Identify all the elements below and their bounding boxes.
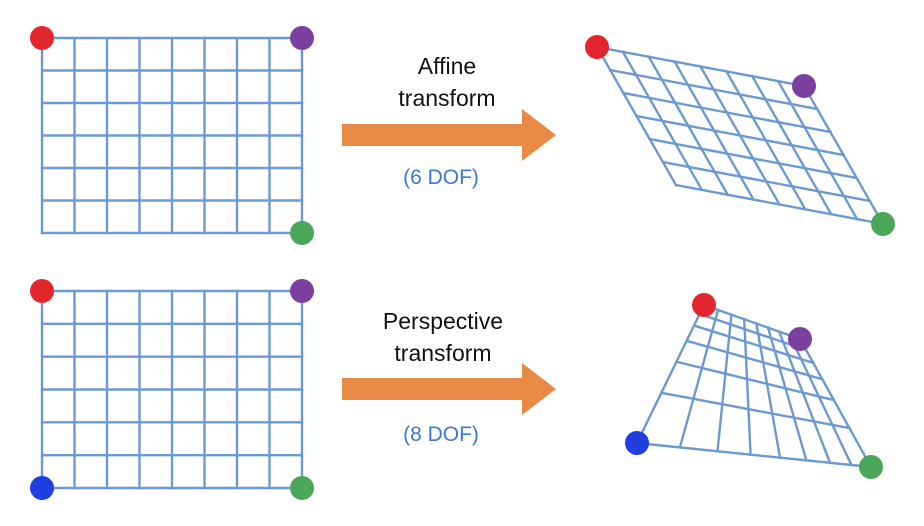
perspective-target-hline-0 [702, 303, 802, 341]
affine-source-red-corner-dot [30, 26, 54, 50]
perspective-target-hline-2 [692, 324, 815, 365]
affine-target-grid [595, 45, 885, 226]
affine-arrow [342, 109, 556, 161]
affine-source-green-corner-dot [290, 221, 314, 245]
perspective-target-vline-1 [678, 308, 720, 449]
perspective-title-line-2: transform [394, 340, 491, 366]
affine-dof-label: (6 DOF) [403, 166, 479, 189]
affine-source-grid [40, 36, 304, 235]
perspective-target-vline-4 [754, 322, 782, 460]
perspective-target-grid [635, 303, 873, 469]
perspective-source-blue-corner-dot [30, 476, 54, 500]
affine-target-hline-0 [595, 45, 806, 88]
perspective-target-hline-6 [635, 441, 873, 469]
affine-target-hline-6 [674, 183, 885, 226]
perspective-target-vline-3 [742, 317, 752, 456]
perspective-source-purple-corner-dot [290, 279, 314, 303]
affine-source-corner-dots [30, 26, 314, 245]
affine-target-hline-5 [661, 160, 872, 203]
perspective-target-hline-1 [698, 312, 808, 352]
affine-target-purple-corner-dot [792, 74, 816, 98]
perspective-row: Perspective transform (8 DOF) [30, 279, 883, 500]
perspective-source-grid [40, 289, 304, 490]
affine-row: Affine transform (6 DOF) [30, 26, 895, 245]
perspective-title-line-1: Perspective [383, 308, 503, 334]
perspective-arrow [342, 363, 556, 415]
perspective-target-red-corner-dot [692, 293, 716, 317]
affine-target-green-corner-dot [871, 212, 895, 236]
affine-target-hline-4 [648, 137, 859, 180]
perspective-target-hline-4 [674, 360, 836, 402]
perspective-target-hline-3 [685, 339, 824, 381]
perspective-target-green-corner-dot [859, 455, 883, 479]
perspective-target-vline-8 [798, 337, 873, 469]
perspective-source-red-corner-dot [30, 279, 54, 303]
affine-title-line-2: transform [398, 85, 495, 111]
affine-title-line-1: Affine [418, 53, 476, 79]
perspective-target-corner-dots [625, 293, 883, 479]
perspective-target-vline-7 [788, 333, 854, 467]
perspective-target-blue-corner-dot [625, 431, 649, 455]
perspective-target-vline-0 [635, 303, 706, 445]
perspective-target-purple-corner-dot [788, 327, 812, 351]
perspective-target-vline-6 [777, 330, 832, 465]
affine-target-hline-2 [621, 91, 832, 134]
affine-target-hline-1 [608, 68, 819, 111]
affine-target-corner-dots [585, 35, 895, 236]
affine-source-purple-corner-dot [290, 26, 314, 50]
affine-target-red-corner-dot [585, 35, 609, 59]
affine-target-hline-3 [635, 114, 845, 157]
perspective-target-hline-5 [659, 391, 851, 430]
perspective-source-corner-dots [30, 279, 314, 500]
perspective-source-green-corner-dot [290, 476, 314, 500]
perspective-dof-label: (8 DOF) [403, 423, 479, 446]
